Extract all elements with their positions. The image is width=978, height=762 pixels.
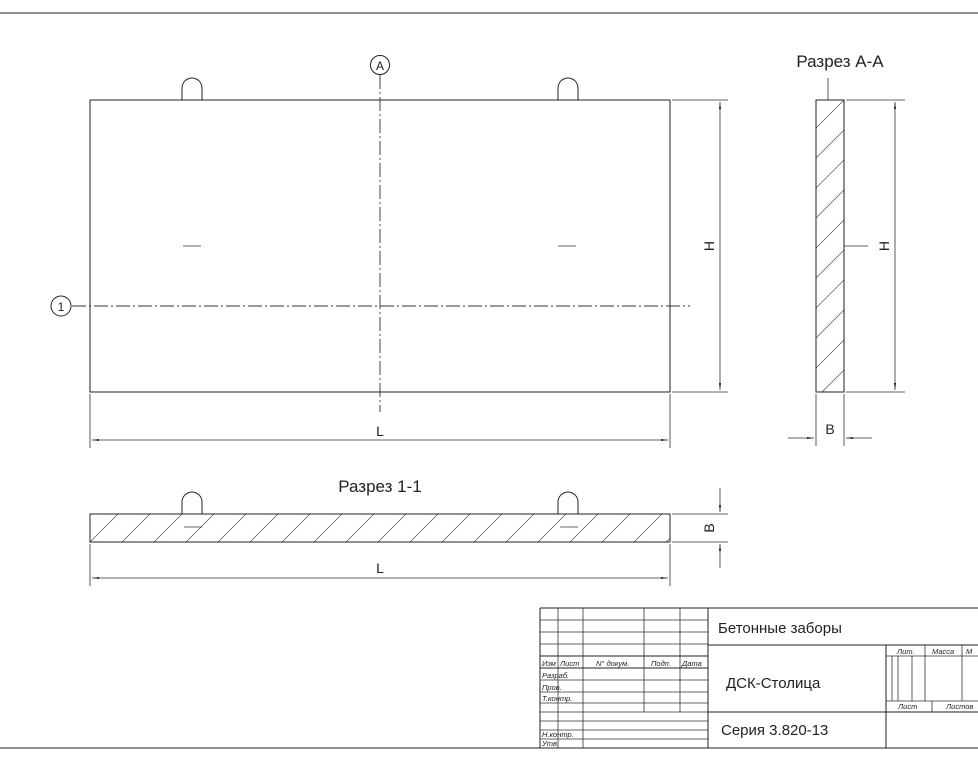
tb-col-list: Лист — [559, 659, 579, 668]
tb-row-nkontr: Н.контр. — [542, 730, 574, 739]
section-11-loop-left — [181, 491, 203, 514]
tb-hdr-massa: Масса — [932, 647, 954, 656]
tb-hdr-list: Лист — [897, 702, 917, 711]
front-view: A 1 H L — [50, 55, 728, 448]
axis-1-label: 1 — [58, 300, 65, 314]
section-aa-title: Разрез А-А — [796, 52, 884, 71]
tb-hdr-lit: Лит. — [896, 647, 915, 656]
title-block: Изм Лист N° докум. Подп. Дата Разраб. Пр… — [539, 607, 978, 748]
tb-hdr-m: М — [966, 647, 973, 656]
section-11-outline — [89, 513, 671, 543]
tb-row-razrab: Разраб. — [542, 671, 569, 680]
axis-a-label: A — [376, 59, 384, 73]
dim-h-label: H — [701, 241, 717, 251]
axis-a-bubble — [370, 55, 390, 75]
section-11-view: Разрез 1-1 — [89, 477, 728, 586]
tb-hdr-listov: Листов — [945, 702, 973, 711]
lifting-loop-right — [557, 77, 579, 100]
tb-col-date: Дата — [681, 659, 702, 668]
dim-l-label: L — [376, 423, 384, 439]
tb-col-docnum: N° докум. — [596, 659, 629, 668]
tb-title: Бетонные заборы — [718, 620, 842, 637]
tb-col-sign: Подп. — [651, 659, 671, 668]
axis-1-bubble — [50, 295, 72, 317]
lifting-loop-left — [181, 77, 203, 100]
dim-11-l-label: L — [376, 560, 384, 576]
tb-row-prov: Пров. — [542, 683, 562, 692]
section-11-loop-right — [557, 491, 579, 514]
tb-row-utv: Утв. — [541, 739, 559, 748]
dim-11-b-label: B — [701, 523, 717, 532]
tb-col-izm: Изм — [542, 659, 556, 668]
section-aa-hatch — [816, 100, 844, 392]
tb-row-tkontr: Т.контр. — [542, 694, 572, 703]
dim-aa-h-label: H — [876, 241, 892, 251]
section-11-title: Разрез 1-1 — [338, 477, 421, 496]
section-aa-view: Разрез А-А H B — [788, 52, 905, 446]
section-11-hatch — [90, 514, 670, 542]
tb-organization: ДСК-Столица — [726, 675, 821, 692]
dim-aa-b-label: B — [825, 421, 834, 437]
tb-series: Серия 3.820-13 — [721, 722, 828, 739]
